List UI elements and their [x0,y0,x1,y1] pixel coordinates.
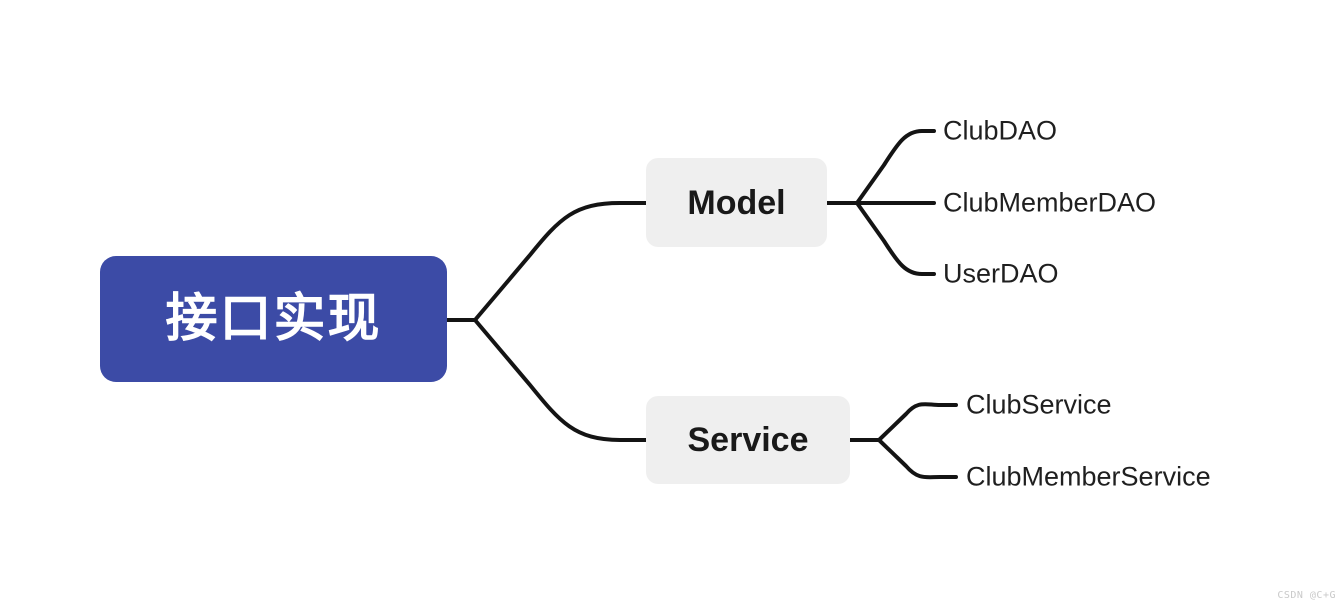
edge-model-to-userdao [855,201,936,276]
leaf-clubservice[interactable]: ClubService [966,389,1112,420]
leaf-clubdao[interactable]: ClubDAO [943,115,1058,146]
leaf-clubmemberdao[interactable]: ClubMemberDAO [943,187,1157,218]
edge-service-to-clubmemberservice [877,438,958,480]
leaf-userdao[interactable]: UserDAO [943,258,1059,289]
branch-node-service[interactable]: Service [646,396,850,484]
edge-model-to-clubdao [855,129,936,205]
watermark: CSDN @C+G [1277,590,1336,601]
branch-node-model-label: Model [687,183,786,222]
edge-root-to-service [473,318,648,442]
branch-node-service-label: Service [687,421,809,459]
edge-service-to-clubservice [877,402,958,442]
edge-root-to-model [473,201,648,322]
root-node[interactable]: 接口实现 [100,256,447,382]
leaf-clubmemberservice[interactable]: ClubMemberService [966,461,1211,492]
branch-node-model[interactable]: Model [646,158,827,247]
root-node-label: 接口实现 [165,289,382,349]
